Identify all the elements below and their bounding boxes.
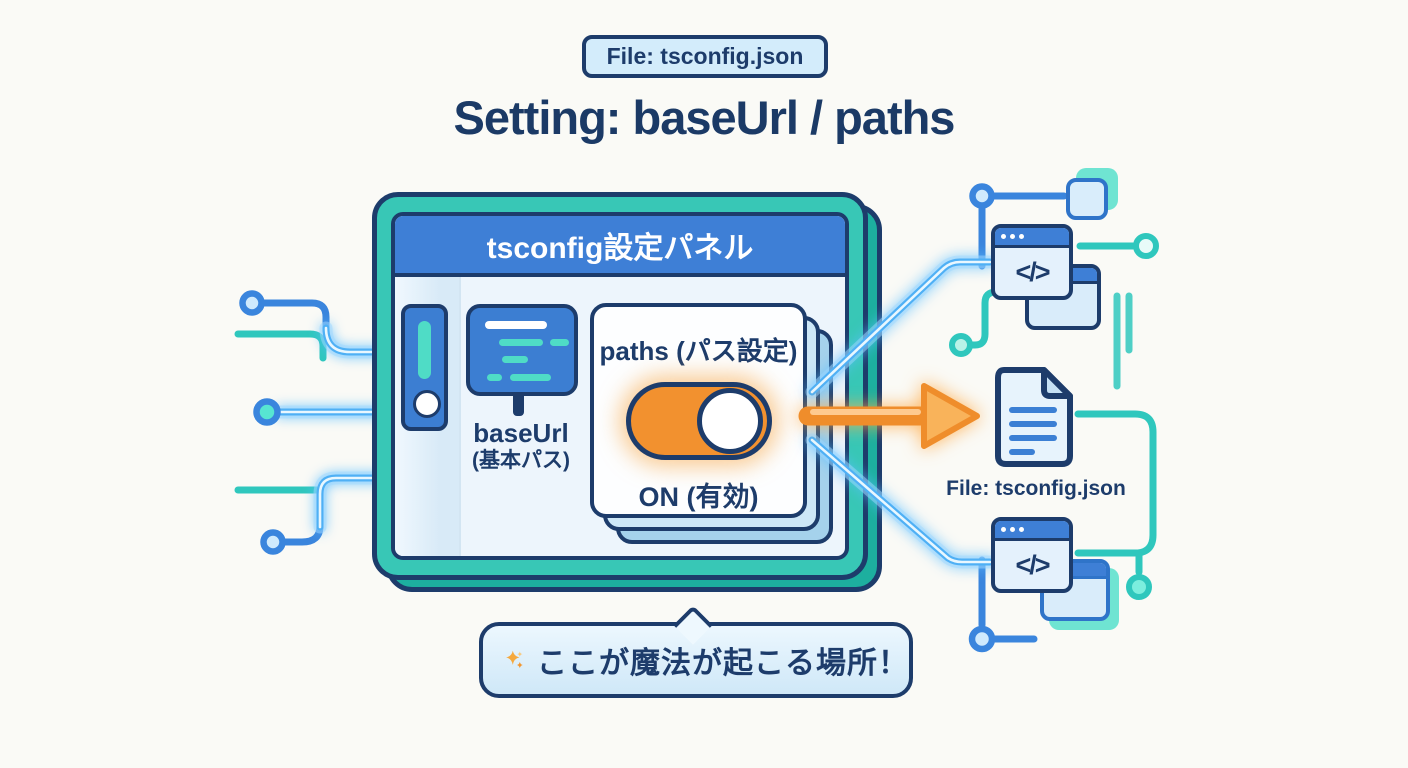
slider-pill-icon [418, 321, 431, 379]
paths-toggle-knob[interactable] [696, 388, 763, 454]
magic-callout-bubble: ここが魔法が起こる場所！ [479, 622, 913, 698]
window-title-bar [995, 228, 1069, 248]
code-block-stem [513, 392, 524, 416]
code-block-icon [466, 304, 578, 396]
code-glyph: </> [1015, 549, 1050, 580]
paths-card-title: paths (パス設定) [599, 336, 798, 366]
module-square-icon [1066, 178, 1108, 220]
code-window-icon-top: </> [991, 224, 1073, 300]
window-dot-icon [1019, 234, 1024, 239]
paths-card: paths (パス設定) ON (有効) [590, 303, 807, 518]
paths-toggle[interactable] [625, 382, 772, 460]
code-line [487, 374, 502, 381]
magic-callout-text: ここが魔法が起こる場所！ [537, 647, 909, 680]
window-dot-icon [1019, 527, 1024, 532]
panel-title-bar: tsconfig設定パネル [395, 216, 845, 277]
code-line [550, 339, 569, 346]
sidebar-control-icon [401, 304, 448, 431]
baseurl-label: baseUrl (基本パス) [436, 418, 606, 473]
baseurl-subname: (基本パス) [472, 448, 570, 472]
window-title-bar [995, 521, 1069, 541]
code-line [502, 356, 528, 363]
output-file-label: File: tsconfig.json [946, 477, 1126, 500]
window-dot-icon [1010, 527, 1015, 532]
file-badge: File: tsconfig.json [582, 35, 828, 78]
window-dot-icon [1001, 234, 1006, 239]
page-title: Setting: baseUrl / paths [453, 91, 956, 144]
code-line [485, 321, 547, 329]
paths-toggle-status: ON (有効) [638, 482, 759, 512]
sparkles-icon [506, 650, 523, 669]
window-dot-icon [1010, 234, 1015, 239]
slider-dot-icon [413, 390, 441, 418]
code-window-icon-bottom: </> [991, 517, 1073, 593]
file-badge-label: File: tsconfig.json [606, 43, 804, 69]
tsconfig-file-icon [995, 367, 1073, 467]
code-glyph: </> [1015, 256, 1050, 287]
baseurl-name: baseUrl [473, 418, 569, 448]
window-dot-icon [1001, 527, 1006, 532]
code-line [499, 339, 543, 346]
panel-title: tsconfig設定パネル [486, 231, 754, 265]
code-line [510, 374, 551, 381]
